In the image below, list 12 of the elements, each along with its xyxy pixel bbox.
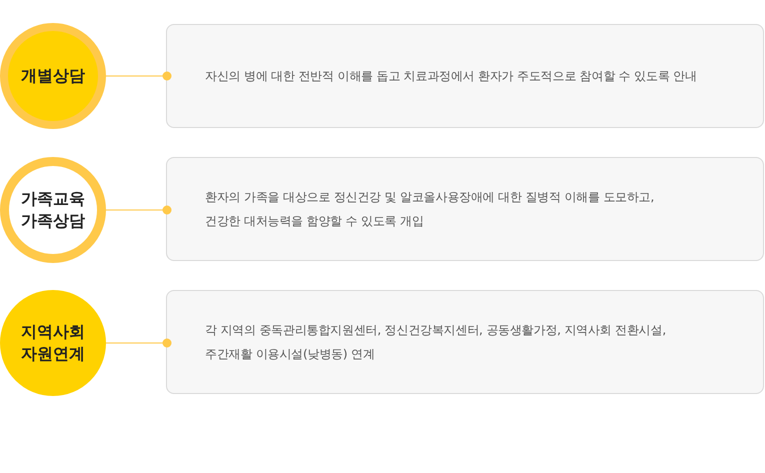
description-card xyxy=(166,24,764,128)
connector-line xyxy=(106,72,172,80)
connector-line xyxy=(106,338,172,348)
connector-line xyxy=(106,206,172,214)
description-text: 각 지역의 중독관리통합지원센터, 정신건강복지센터, 공동생활가정, 지역사회 전환시설, 주간재활 이용시설(낮병동) 연계 xyxy=(205,322,667,363)
description-card xyxy=(166,157,764,261)
category-label: 개별상담 xyxy=(21,65,85,87)
description-card xyxy=(166,290,764,394)
description-text: 환자의 가족을 대상으로 정신건강 및 알코올사용장애에 대한 질병적 이해를 도모하고, 건강한 대처능력을 함양할 수 있도록 개입 xyxy=(205,189,656,230)
description-text: 자신의 병에 대한 전반적 이해를 돕고 치료과정에서 환자가 주도적으로 참여할 수 있도록 안내 xyxy=(205,68,698,85)
category-label: 가족교육 가족상담 xyxy=(20,188,86,232)
category-label: 지역사회 자원연계 xyxy=(20,321,86,365)
